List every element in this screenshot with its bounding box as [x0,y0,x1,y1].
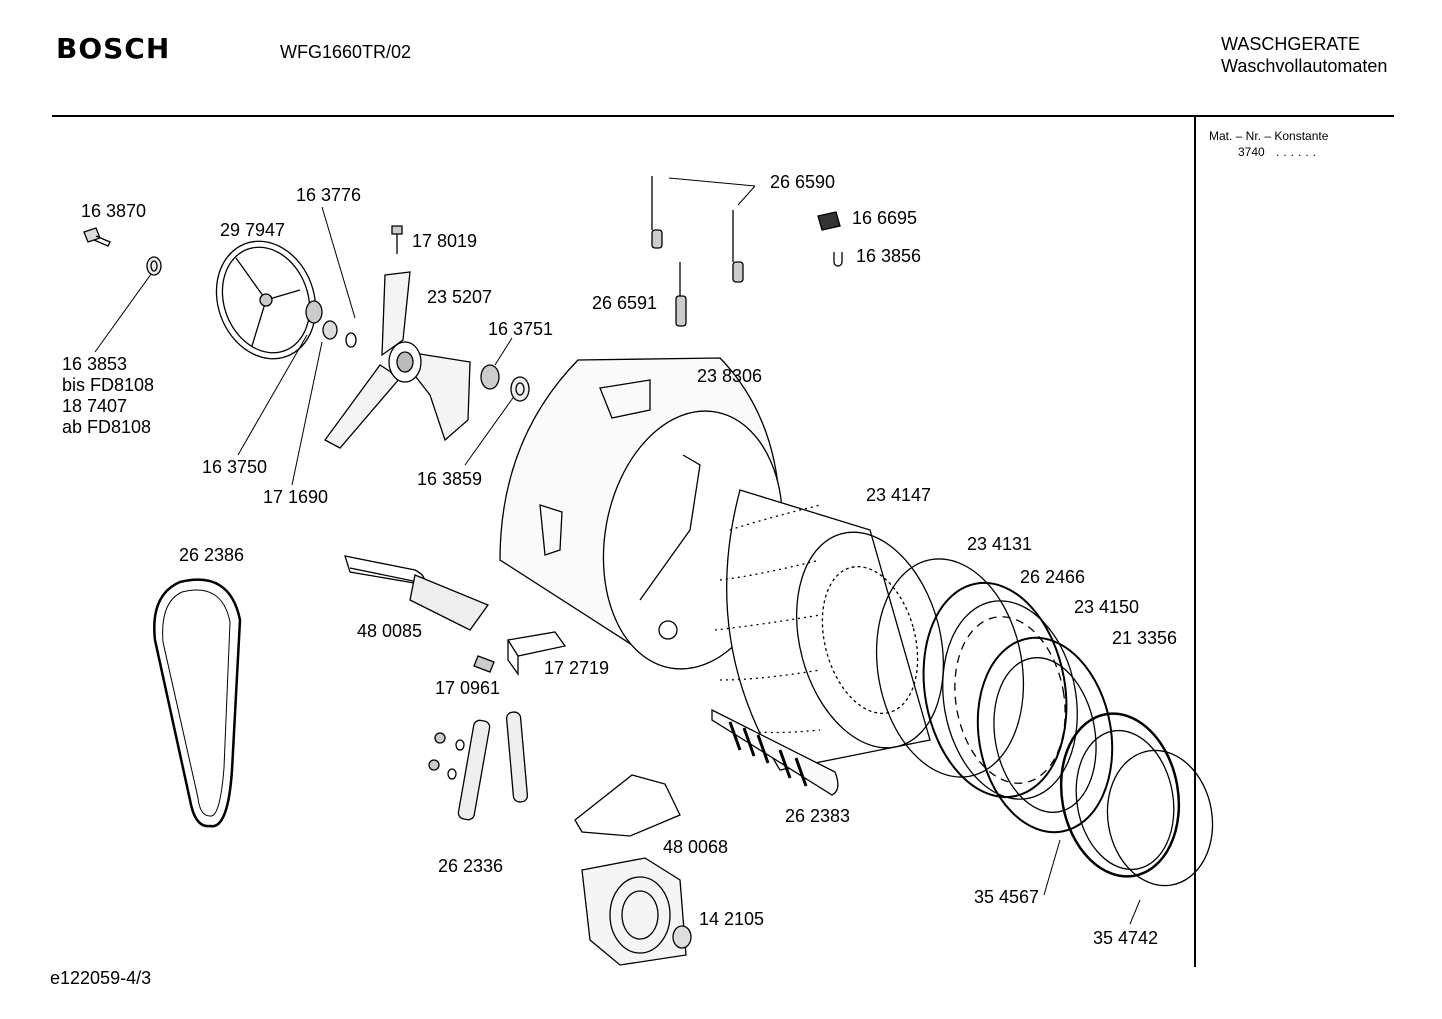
part-label: 17 8019 [412,231,478,251]
part-cross-235207 [325,272,470,448]
part-label: 48 0085 [357,621,423,641]
part-label: 21 3356 [1112,628,1178,648]
part-ring-163776 [346,333,356,347]
part-label: 26 6591 [592,293,658,313]
part-clip-163856 [834,252,842,266]
part-label: 16 3870 [81,201,147,221]
part-label: 23 5207 [427,287,493,307]
part-heater-480085 [345,556,488,630]
part-label: 16 3859 [417,469,483,489]
part-label: 26 6590 [770,172,836,192]
mat-label: Mat. – Nr. – Konstante [1209,129,1329,143]
part-plate-480068 [575,775,680,836]
part-bearing-163750 [306,301,322,323]
part-bolt-178019 [392,226,402,254]
part-label: 16 3776 [296,185,362,205]
part-screw-163870 [84,228,110,246]
part-seal-163859 [511,377,529,401]
part-door-seal-354567 [1049,704,1192,886]
header-divider [52,115,1394,117]
part-label: 16 3856 [856,246,922,266]
part-label: 17 0961 [435,678,501,698]
part-retainer-234150 [928,590,1093,810]
part-label: 26 2336 [438,856,504,876]
part-front-ring-213356 [963,627,1127,843]
part-damper-262383 [712,710,838,795]
part-label: 17 1690 [263,487,329,507]
part-label: 18 7407 [62,396,128,416]
part-label: bis FD8108 [62,375,155,395]
part-motor-142105 [582,858,691,965]
side-divider [1194,117,1196,967]
category-title: WASCHGERATE [1221,34,1361,54]
part-label: 16 3750 [202,457,268,477]
part-label: 26 2466 [1020,567,1086,587]
part-label: 26 2386 [179,545,245,565]
part-bearing-163751 [481,365,499,389]
mat-value: 3740 [1238,145,1265,159]
part-drum-234147 [715,490,966,770]
part-label: 16 3751 [488,319,554,339]
part-label: 23 4147 [866,485,932,505]
part-label: 26 2383 [785,806,851,826]
document-id: e122059-4/3 [50,968,152,988]
part-label: 48 0068 [663,837,729,857]
part-spring-266591 [676,262,686,326]
part-label: 16 6695 [852,208,918,228]
part-belt-262386 [154,580,240,827]
part-label: 35 4742 [1093,928,1159,948]
part-label: 17 2719 [544,658,610,678]
part-clip-166695 [818,212,840,230]
part-ring-163853 [147,257,161,275]
part-label: 35 4567 [974,887,1040,907]
part-shock-absorbers-262336 [429,712,528,821]
part-gasket-262466 [907,571,1082,808]
leader-lines [95,178,1140,924]
part-clamp-354742 [1097,742,1223,894]
mat-dots: ...... [1276,145,1321,159]
model-number: WFG1660TR/02 [280,42,412,62]
part-label: 14 2105 [699,909,765,929]
part-label: 23 8306 [697,366,763,386]
part-ring-234131 [860,547,1040,789]
part-label: 23 4131 [967,534,1033,554]
brand-logo: BOSCH [56,32,171,65]
part-sensor-170961 [474,656,494,672]
part-pad-172719 [508,632,565,674]
part-label: 16 3853 [62,354,128,374]
category-subtitle: Waschvollautomaten [1221,56,1388,76]
part-bush-171690 [323,321,337,339]
part-label: ab FD8108 [62,417,152,437]
part-hub-297947 [200,227,331,373]
part-label: 29 7947 [220,220,286,240]
part-spring-266590 [652,176,743,282]
part-label: 23 4150 [1074,597,1140,617]
